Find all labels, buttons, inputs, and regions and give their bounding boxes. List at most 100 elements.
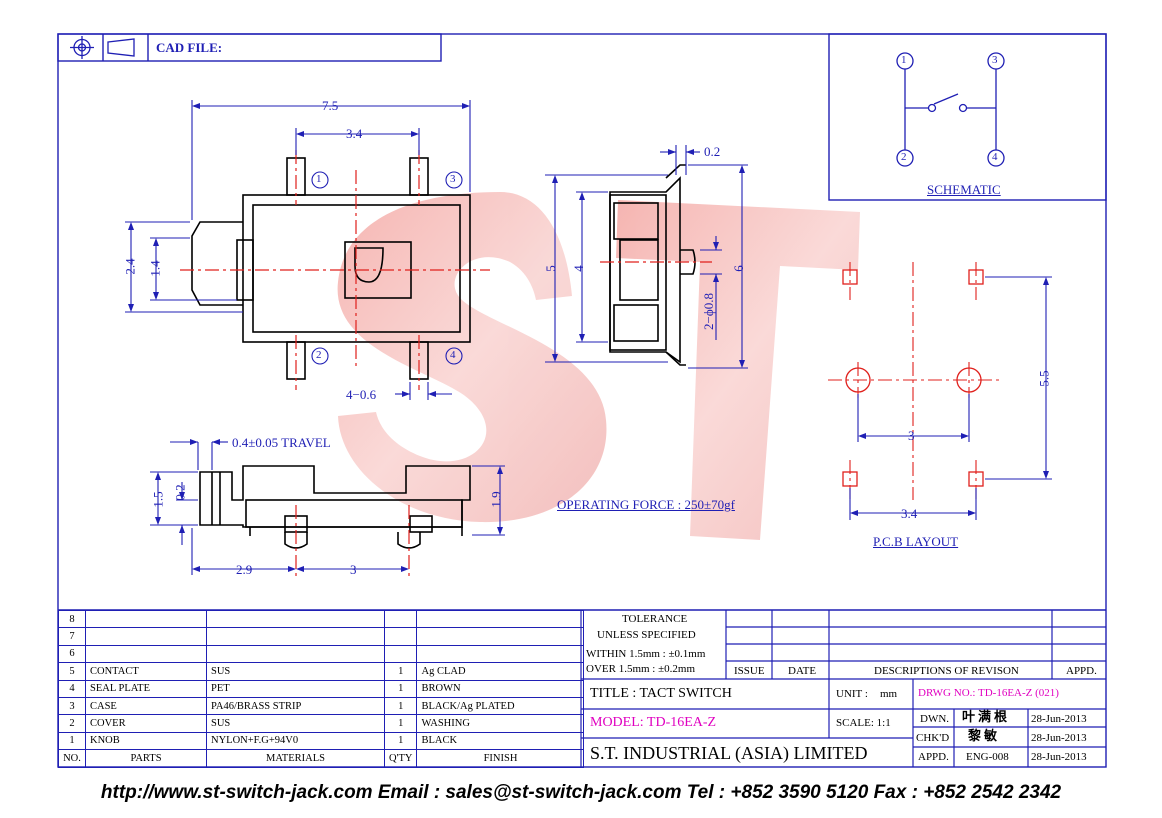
st-watermark (337, 192, 860, 540)
top-pin-1: 1 (316, 173, 322, 185)
bom-cell-material: PET (206, 679, 385, 698)
dwn-label: DWN. (920, 713, 950, 725)
top-pin-4: 4 (450, 349, 456, 361)
dwn-date: 28-Jun-2013 (1031, 713, 1087, 725)
bom-cell-material (206, 644, 385, 664)
dim-e: 3 (350, 562, 357, 577)
bom-cell-part (85, 627, 207, 646)
bom-cell-qty: 1 (383, 696, 418, 716)
dim-width: 7.5 (322, 98, 339, 113)
bom-cell-qty: 1 (383, 731, 418, 751)
chk-name: 黎敏 (968, 729, 1001, 744)
dim-inner: 1.4 (147, 260, 163, 277)
dim-post: 2−ϕ0.8 (700, 293, 716, 330)
drawing-number: DRWG NO.: TD-16EA-Z (021) (918, 687, 1059, 699)
unit-label: UNIT : (836, 688, 868, 700)
bom-cell-finish: BLACK/Ag PLATED (416, 696, 585, 716)
pcb-dim-h2: 3.4 (901, 506, 918, 521)
bom-cell-part (85, 609, 207, 629)
bom-cell-material: SUS (206, 714, 385, 733)
bom-header-qty: Q'TY (383, 749, 418, 768)
dim-b: 0.2 (172, 484, 188, 501)
tolerance-within: WITHIN 1.5mm : ±0.1mm (586, 648, 706, 660)
pcb-title: P.C.B LAYOUT (873, 534, 959, 549)
pcb-dim-v: 5.5 (1036, 370, 1052, 387)
top-pin-2: 2 (316, 349, 322, 361)
bom-header-finish: FINISH (416, 749, 585, 768)
bom-cell-finish: WASHING (416, 714, 585, 733)
bom-cell-material: NYLON+F.G+94V0 (206, 731, 385, 751)
schematic-title: SCHEMATIC (927, 182, 1001, 197)
dim-height: 2.4 (122, 258, 138, 275)
bom-cell-qty: 1 (383, 714, 418, 733)
dim-d: 2.9 (236, 562, 253, 577)
dim-c: 1.9 (488, 491, 504, 508)
bom-cell-no: 7 (58, 627, 86, 646)
bom-row: 7 (58, 627, 585, 646)
bom-cell-material: SUS (206, 662, 385, 681)
company-name: S.T. INDUSTRIAL (ASIA) LIMITED (590, 743, 868, 763)
dim-h4: 4 (570, 265, 586, 272)
bom-cell-qty (383, 627, 418, 646)
bom-header-material: MATERIALS (206, 749, 385, 768)
pcb-dim-h1: 3 (908, 428, 915, 443)
unit-value: mm (880, 688, 898, 700)
bom-cell-qty (383, 644, 418, 664)
bom-cell-part: SEAL PLATE (85, 679, 207, 698)
bom-cell-finish (416, 644, 585, 664)
appd-date: 28-Jun-2013 (1031, 751, 1087, 763)
title-label: TITLE : TACT SWITCH (590, 686, 732, 701)
schematic-pin-1: 1 (901, 54, 907, 66)
bom-cell-qty: 1 (383, 679, 418, 698)
tolerance-title: TOLERANCE (622, 613, 688, 625)
pcb-layout (828, 262, 1052, 520)
bom-cell-no: 6 (58, 644, 86, 664)
bom-cell-qty: 1 (383, 662, 418, 681)
appd-label: APPD. (918, 751, 949, 763)
schematic-diagram (896, 52, 1005, 167)
dim-h6: 6 (730, 265, 746, 272)
bom-cell-finish (416, 627, 585, 646)
chk-label: CHK'D (916, 732, 950, 744)
schematic-pin-2: 2 (901, 151, 907, 163)
bom-cell-no: 4 (58, 679, 86, 698)
projection-symbol (70, 36, 135, 59)
bom-header-no: NO. (58, 749, 86, 768)
top-view (125, 100, 490, 400)
operating-force: OPERATING FORCE : 250±70gf (557, 497, 735, 512)
contact-footer: http://www.st-switch-jack.com Email : sa… (100, 782, 1062, 803)
tolerance-over: OVER 1.5mm : ±0.2mm (586, 663, 696, 675)
front-view (150, 439, 505, 580)
top-pin-3: 3 (450, 173, 456, 185)
bom-cell-no: 3 (58, 696, 86, 716)
rev-date-header: DATE (788, 665, 817, 677)
dim-pitch: 3.4 (346, 126, 363, 141)
bom-header-part: PARTS (85, 749, 207, 768)
bom-cell-material (206, 609, 385, 629)
dim-h5: 5 (542, 265, 558, 272)
bom-cell-finish (416, 609, 585, 629)
bom-row: 6 (58, 644, 585, 664)
scale-label: SCALE: 1:1 (836, 717, 891, 729)
model-label: MODEL: TD-16EA-Z (590, 715, 717, 730)
side-view (545, 145, 748, 369)
bom-row: 8 (58, 609, 585, 629)
bom-cell-finish: Ag CLAD (416, 662, 585, 681)
dwn-name: 叶满根 (962, 710, 1011, 725)
bom-cell-material: PA46/BRASS STRIP (206, 696, 385, 716)
chk-date: 28-Jun-2013 (1031, 732, 1087, 744)
bom-cell-part: COVER (85, 714, 207, 733)
bom-cell-finish: BLACK (416, 731, 585, 751)
travel-label: 0.4±0.05 TRAVEL (232, 435, 331, 450)
tolerance-sub: UNLESS SPECIFIED (597, 629, 696, 641)
bom-cell-no: 8 (58, 609, 86, 629)
